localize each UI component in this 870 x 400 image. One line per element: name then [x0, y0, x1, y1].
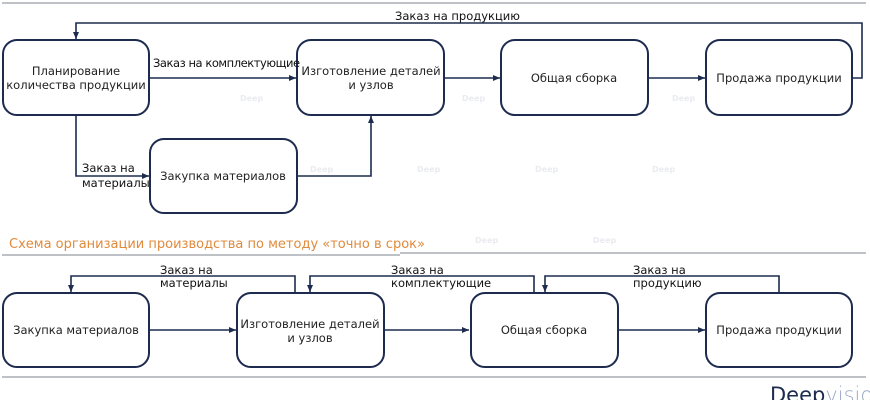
node-purchasing: Закупка материалов: [149, 138, 298, 214]
watermark: Deep: [672, 94, 695, 103]
watermark: Deep: [535, 165, 558, 174]
edge-order-components-bottom: [307, 275, 535, 293]
node-purchasing-label: Закупка материалов: [160, 169, 286, 183]
section-title: Схема организации производства по методу…: [9, 237, 425, 252]
watermark-group: Deep Deep Deep Deep Deep Deep Deep Deep …: [240, 94, 695, 245]
node-sales: Продажа продукции: [705, 39, 853, 116]
node-manufacturing-bottom-line2: и узлов: [287, 331, 332, 345]
edge-label-order-components: Заказ на комплектующие: [153, 56, 300, 70]
edge-order-materials: [75, 115, 149, 179]
watermark: Deep: [475, 236, 498, 245]
node-assembly-label: Общая сборка: [531, 71, 617, 85]
node-manufacturing: Изготовление деталей и узлов: [296, 39, 445, 116]
node-purchasing-bottom: Закупка материалов: [2, 292, 150, 368]
watermark: Deep: [417, 165, 440, 174]
edge-label-order-product: Заказ на продукцию: [395, 9, 520, 23]
watermark: Deep: [462, 94, 485, 103]
node-manufacturing-line1: Изготовление деталей: [301, 64, 440, 78]
node-manufacturing-bottom-line1: Изготовление деталей: [240, 317, 379, 331]
watermark: Deep: [593, 236, 616, 245]
node-sales-bottom-label: Продажа продукции: [716, 323, 841, 337]
edge-label-order-components-bottom-1: Заказ на: [391, 263, 444, 277]
node-planning: Планирование количества продукции: [2, 39, 150, 116]
edge-purchasing-to-manufacturing: [297, 116, 374, 177]
edge-order-materials-bottom: [68, 275, 296, 293]
watermark: Deep: [240, 94, 263, 103]
watermark: Deep: [652, 165, 675, 174]
node-manufacturing-bottom: Изготовление деталей и узлов: [236, 292, 385, 368]
edge-label-order-product-bottom-2: продукцию: [633, 276, 702, 290]
edge-label-order-materials-bottom-1: Заказ на: [160, 263, 213, 277]
node-assembly-bottom: Общая сборка: [470, 292, 619, 368]
node-purchasing-bottom-label: Закупка материалов: [13, 323, 139, 337]
edge-label-order-product-bottom-1: Заказ на: [633, 263, 686, 277]
edge-label-order-materials-2: материалы: [82, 176, 150, 190]
node-sales-label: Продажа продукции: [716, 71, 841, 85]
node-manufacturing-line2: и узлов: [348, 78, 393, 92]
edge-order-product: [73, 22, 863, 79]
node-sales-bottom: Продажа продукции: [705, 292, 853, 368]
logo-part-deep: Deep: [770, 383, 825, 400]
node-assembly: Общая сборка: [500, 39, 649, 116]
logo-part-vision: vision: [825, 383, 870, 400]
node-assembly-bottom-label: Общая сборка: [501, 323, 587, 337]
node-planning-line2: количества продукции: [6, 78, 146, 92]
logo-text: Deepvision: [770, 383, 870, 400]
watermark: Deep: [310, 165, 333, 174]
edge-label-order-materials-bottom-2: материалы: [160, 276, 228, 290]
node-planning-line1: Планирование: [32, 64, 120, 78]
edge-label-order-materials-1: Заказ на: [82, 161, 135, 175]
edge-label-order-components-bottom-2: комплектующие: [391, 276, 491, 290]
edge-order-product-bottom: [542, 275, 780, 293]
deepvision-logo: Deepvision: [770, 383, 870, 400]
